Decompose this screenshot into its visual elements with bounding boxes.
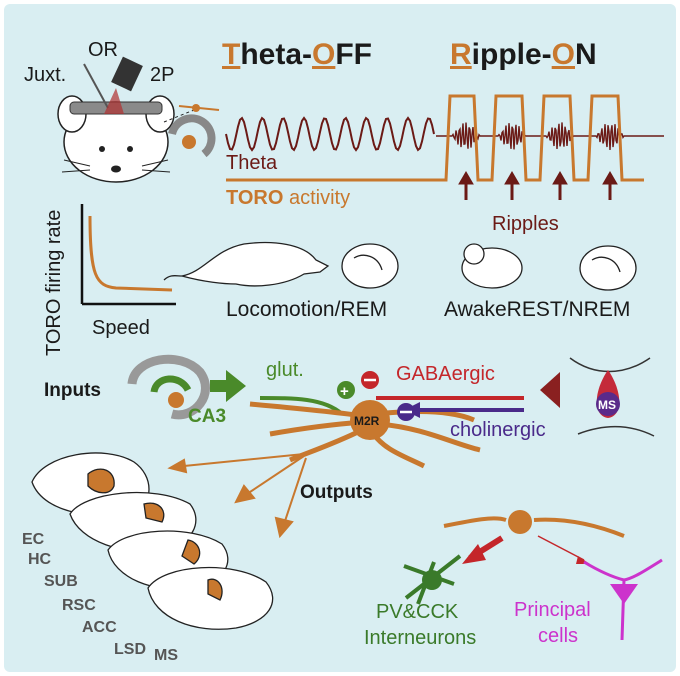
region-rsc: RSC [62,597,96,614]
behaviour-icons [163,241,637,291]
running-mouse-tail [163,275,183,281]
ripple-arrows [458,171,618,200]
region-acc: ACC [82,619,117,636]
brain-section-4 [147,566,274,630]
brain-section-4-region [207,578,223,601]
interneuron-soma [422,570,442,590]
strong-inhibition-arrowhead [462,544,486,564]
ms-label: MS [598,398,616,412]
septum-outline-bottom [577,426,655,437]
interneurons-label: Interneurons [364,627,476,649]
resting-mouse-head [463,243,485,265]
firing-rate-curve [88,215,173,292]
objective [111,56,143,92]
mouse-nose [111,165,121,173]
glut-arrow [210,370,246,402]
region-ms: MS [154,647,178,664]
brain-section-2-region [143,502,165,523]
m2r-label: M2R [354,414,380,428]
mouse-setup: Juxt. OR 2P [24,39,220,183]
output-arrows [167,453,307,539]
sleeping-mouse-1 [341,243,399,289]
traces: Theta TORO activity Ripples [225,94,664,235]
ripples-label: Ripples [492,213,559,235]
septum-outline-top [569,357,651,373]
firing-rate-plot: TORO firing rate Speed [43,204,176,356]
theta-trace [225,116,435,152]
label-juxt: Juxt. [24,64,66,86]
target-cells: PV&CCK Interneurons Principal cells [364,510,663,649]
ms-nucleus [596,392,620,416]
region-labels: EC HC SUB RSC ACC LSD MS [22,531,178,664]
region-ec: EC [22,531,45,548]
glut-label: glut. [266,359,304,381]
pv-cck-label: PV&CCK [376,601,459,623]
sleeping-mouse-1-curl [353,254,383,271]
inputs-label: Inputs [44,380,101,401]
toro-axon [443,516,625,538]
glut-axon [259,396,344,416]
plot-xlabel: Speed [92,317,150,339]
hippocampus-inset-core [182,135,196,149]
ca3-label: CA3 [188,406,226,427]
brain-section-1-region [87,468,115,494]
hippocampus-inset [168,114,216,158]
ms-arrow [540,372,560,408]
toro-activity-trace [226,94,644,182]
excitatory-synapse [337,381,355,399]
toro-soma [508,510,532,534]
sleeping-mouse-2 [579,245,637,291]
principal-label: Principal [514,599,591,621]
plot-ylabel: TORO firing rate [43,210,65,356]
circuit: Inputs CA3 glut. + M2R GABAergic choline… [44,354,655,539]
running-mouse [181,241,330,287]
graphical-abstract: Juxt. OR 2P Theta-OFF Ripple-ON Theta TO… [22,38,664,664]
label-2p: 2P [150,64,174,86]
weak-inhibition-arrow [537,535,585,561]
region-lsd: LSD [114,641,146,658]
state-locomotion: Locomotion/REM [226,298,387,321]
cells-label: cells [538,625,578,647]
brain-sections [31,452,274,630]
mouse-eye-left [99,146,105,152]
state-rest: AwakeREST/NREM [444,298,630,321]
cholinergic-label: cholinergic [450,419,546,441]
region-sub: SUB [44,573,78,590]
figure-canvas: Juxt. OR 2P Theta-OFF Ripple-ON Theta TO… [4,4,676,672]
toro-activity-label: TORO activity [226,187,350,209]
gaba-label: GABAergic [396,363,495,385]
m2r-soma [350,400,390,440]
mouse-eye-right [127,146,133,152]
mouse-whiskers [61,159,171,173]
juxta-electrode [83,63,109,109]
principal-cell-soma [610,584,638,604]
excitatory-sign: + [340,383,349,400]
title-theta-off: Theta-OFF [222,38,372,71]
toro-cell-soma-inset [192,104,200,112]
title-ripple-on: Ripple-ON [450,38,597,71]
ca3-core [168,392,184,408]
outputs-label: Outputs [300,482,373,503]
ripple-lfp-trace [436,122,664,151]
theta-label: Theta [226,152,278,174]
brain-section-3-region [181,539,201,565]
ca3-hippocampus [127,354,210,420]
sleeping-mouse-2-curl [591,256,621,273]
region-hc: HC [28,551,52,568]
ca3-region [150,375,192,394]
label-or: OR [88,39,118,61]
laser-beam [104,88,124,114]
